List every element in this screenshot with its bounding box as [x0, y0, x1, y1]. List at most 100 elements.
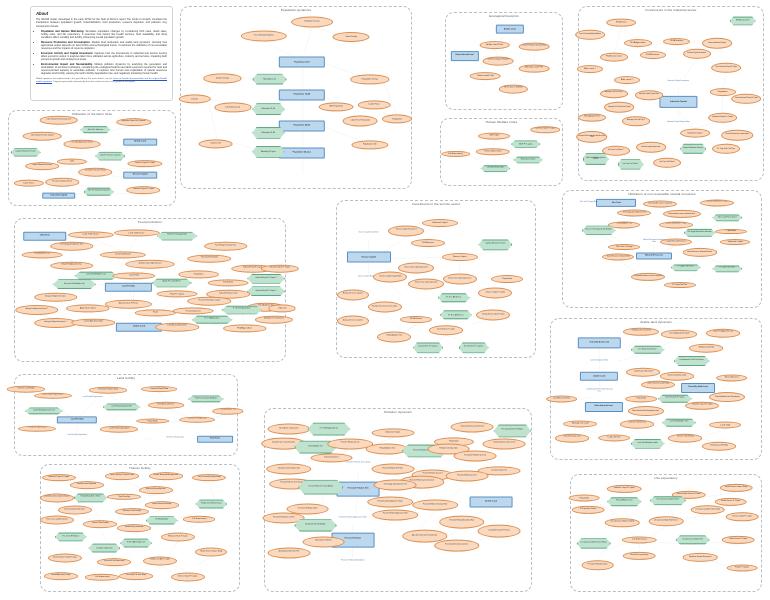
- node-auxiliary[interactable]: Industrial Output Pr Capita: [606, 484, 642, 494]
- node-auxiliary[interactable]: Arable Land Pr Ha: [479, 40, 511, 49]
- node-lookup[interactable]: Fr S C All Serv 2: [439, 310, 472, 320]
- node-lookup[interactable]: Mortality 65 plus: [252, 145, 285, 158]
- node-auxiliary[interactable]: Normal life expectancy: [623, 552, 656, 561]
- node-auxiliary[interactable]: Policy Adoption Year: [365, 443, 409, 455]
- node-auxiliary[interactable]: Land Fertility Regeneration: [33, 392, 72, 400]
- node-auxiliary[interactable]: Perceived Life time delay: [119, 572, 154, 580]
- node-flow-label[interactable]: Land Fertility Regeneration: [82, 396, 103, 399]
- node-auxiliary[interactable]: Land Yield: [112, 272, 156, 280]
- node-stock[interactable]: Population 45-64: [278, 120, 325, 132]
- node-auxiliary[interactable]: Service Capital Output Ratio: [373, 271, 408, 283]
- node-auxiliary[interactable]: Alloc const 1: [577, 65, 604, 74]
- node-auxiliary[interactable]: Labor Force: [357, 100, 391, 110]
- node-auxiliary[interactable]: Assimilation Half Life 1970: [267, 547, 311, 559]
- node-auxiliary[interactable]: Life Expectancy: [85, 573, 120, 581]
- node-auxiliary[interactable]: Food: [134, 309, 176, 317]
- node-auxiliary[interactable]: Total Fertility: [107, 493, 142, 500]
- node-auxiliary[interactable]: Industrial Output Pr Capita: [41, 473, 76, 482]
- node-lookup[interactable]: Fr Of Multiplying Factor: [307, 422, 351, 436]
- node-auxiliary[interactable]: Pot Jobs In Service Sector: [78, 167, 113, 177]
- node-auxiliary[interactable]: Pr Cap Ind Out Des: [712, 143, 741, 155]
- node-auxiliary[interactable]: Average Life Agricultural Inputs 2: [14, 304, 59, 315]
- node-auxiliary[interactable]: Industrial Dynamic total emission: [482, 438, 526, 450]
- about-footnote-link[interactable]: Limits to Growth documentation and the o…: [36, 77, 168, 83]
- node-auxiliary[interactable]: FIOA Industry: [662, 37, 691, 46]
- node-lookup[interactable]: Assimilation Half Life Multiplier: [294, 519, 337, 532]
- node-auxiliary[interactable]: Population: [625, 395, 658, 403]
- node-auxiliary[interactable]: Land Life Ferility Factor: [620, 419, 655, 429]
- node-auxiliary[interactable]: Food Shortage Perception Time: [203, 241, 248, 251]
- node-stock[interactable]: Service Capital: [123, 171, 157, 179]
- node-lookup[interactable]: Pr Capit R Mtr Res 1: [712, 265, 743, 273]
- node-auxiliary[interactable]: Technology development time: [617, 209, 652, 217]
- node-auxiliary[interactable]: Desired Serv Pr Capita: [428, 325, 463, 336]
- node-lookup[interactable]: Fer Ctrls Eff Norm: [54, 532, 87, 542]
- node-auxiliary[interactable]: Life expectancy Multiplier Health Servic…: [648, 516, 684, 527]
- node-lookup[interactable]: Ag Inp Per Land Before: [151, 278, 192, 288]
- node-auxiliary[interactable]: Food Ratio: [207, 279, 249, 287]
- node-auxiliary[interactable]: Natural Resources Pr Hay: [658, 221, 693, 229]
- node-auxiliary[interactable]: Service Output Pr Capita: [170, 572, 205, 582]
- node-lookup[interactable]: Compl family Size: [88, 543, 121, 553]
- node-auxiliary[interactable]: Effective fertility multiplication: [138, 486, 173, 495]
- node-auxiliary[interactable]: Natural Resources Utilization Rate: [602, 253, 635, 261]
- node-lookup[interactable]: Life expectancy multiplier Persistent Po…: [576, 538, 612, 549]
- node-auxiliary[interactable]: Ha Per Unit Of Pollution: [499, 84, 528, 94]
- node-lookup[interactable]: Per Capita Normal Per Multiplier: [493, 424, 532, 438]
- node-auxiliary[interactable]: Human Ecological Footprint: [482, 56, 514, 66]
- node-lookup[interactable]: FIOA Cons For: [729, 16, 756, 26]
- node-auxiliary[interactable]: Assimilation Half Life: [302, 536, 345, 548]
- node-lookup[interactable]: Persist Adoption Year: [606, 496, 642, 507]
- node-stock[interactable]: Yield Tech: [196, 435, 233, 443]
- node-auxiliary[interactable]: Land Erosion Movement: [626, 367, 661, 377]
- node-lookup[interactable]: Life expectancy multiplier Food: [675, 535, 710, 545]
- node-lookup[interactable]: Land Fertility Degradation Rate: [102, 403, 141, 411]
- node-flow-label[interactable]: Res Tech Change Rate: [580, 200, 598, 203]
- node-lookup[interactable]: Fr Of I A To Agriculture: [221, 305, 263, 315]
- node-auxiliary[interactable]: Health Service Impact Delay: [719, 483, 753, 492]
- node-auxiliary[interactable]: Land Yield Factor: [99, 250, 147, 259]
- node-auxiliary[interactable]: Labor Utilization Fraction Delay Time: [39, 116, 79, 125]
- node-auxiliary[interactable]: Processing Loss: [172, 307, 214, 315]
- node-auxiliary[interactable]: Life expectancy multiplier health Crowdi…: [690, 505, 726, 515]
- node-auxiliary[interactable]: Total Fertility: [332, 31, 370, 42]
- node-auxiliary[interactable]: Pollution intensity index: [427, 443, 470, 455]
- node-auxiliary[interactable]: Air pollution change time: [267, 423, 311, 435]
- node-stock[interactable]: Land Fertility: [57, 416, 98, 424]
- node-auxiliary[interactable]: Average Life Agriculture Inputs: [33, 292, 78, 302]
- node-stock[interactable]: Population 15-44: [278, 89, 325, 101]
- node-auxiliary[interactable]: Air pollution Inputs on Agricultural Lan…: [125, 260, 175, 269]
- node-lookup[interactable]: Fr Of I A Agriculture: [191, 315, 233, 325]
- node-auxiliary[interactable]: Normal maximal total fertility: [144, 501, 179, 510]
- node-auxiliary[interactable]: Gross Industrial Output: [702, 38, 732, 49]
- node-auxiliary[interactable]: Persistent Pollution Assimilation Rate: [439, 515, 485, 529]
- node-auxiliary[interactable]: Industrial Output Pr Capita: [685, 401, 720, 411]
- node-lookup[interactable]: Fr S C All Serv 1: [437, 292, 470, 303]
- node-lookup[interactable]: Life Expectancy Index: [480, 164, 511, 173]
- node-auxiliary[interactable]: Year of Sustainability Equilibrium: [575, 29, 605, 40]
- node-lookup[interactable]: Indicated Food Pr Capita 2: [247, 273, 286, 284]
- node-lookup[interactable]: Capital Utilization Fraction: [10, 148, 41, 157]
- node-auxiliary[interactable]: Population Standard Environment: [682, 553, 718, 562]
- node-auxiliary[interactable]: FIOA Service: [400, 315, 433, 324]
- node-auxiliary[interactable]: Pot Jobs Agriculture Sector: [63, 139, 101, 149]
- node-auxiliary[interactable]: Labor Utilization Fraction Delayed: [22, 132, 62, 141]
- node-auxiliary[interactable]: Service sector capital output ratio 2: [398, 262, 435, 274]
- node-auxiliary[interactable]: Social discount: [715, 374, 748, 382]
- node-lookup[interactable]: Jobs Per Industrial Cap Unit: [83, 187, 114, 197]
- node-auxiliary[interactable]: Persistent Pollution Intensity Index Bas…: [576, 130, 608, 143]
- node-lookup[interactable]: Fertility Cont Effectiveness: [195, 499, 228, 509]
- node-flow-label[interactable]: Industrial Capital Investment: [667, 79, 690, 82]
- node-lookup[interactable]: Res Supply Required For Extraction: [683, 228, 716, 237]
- node-lookup[interactable]: Desired Serv Pr Capita 2: [458, 342, 489, 354]
- node-auxiliary[interactable]: Population: [709, 87, 736, 96]
- node-auxiliary[interactable]: Food Pr Capita: [726, 564, 758, 572]
- node-auxiliary[interactable]: Average Life Land: [563, 420, 598, 428]
- node-auxiliary[interactable]: Industrial Output: [371, 428, 415, 438]
- node-auxiliary[interactable]: Labor Force: [13, 180, 45, 187]
- node-auxiliary[interactable]: Subsist Food Pr Capita: [721, 535, 755, 545]
- node-auxiliary[interactable]: Desired Industries Output Pr Capita: [47, 553, 82, 563]
- node-auxiliary[interactable]: Agriculture Inputs Pr Hectare: [105, 299, 152, 309]
- node-auxiliary[interactable]: Average Life Of Industrial Capital: [604, 102, 635, 113]
- node-stock[interactable]: Potentially Arable Land: [578, 337, 621, 349]
